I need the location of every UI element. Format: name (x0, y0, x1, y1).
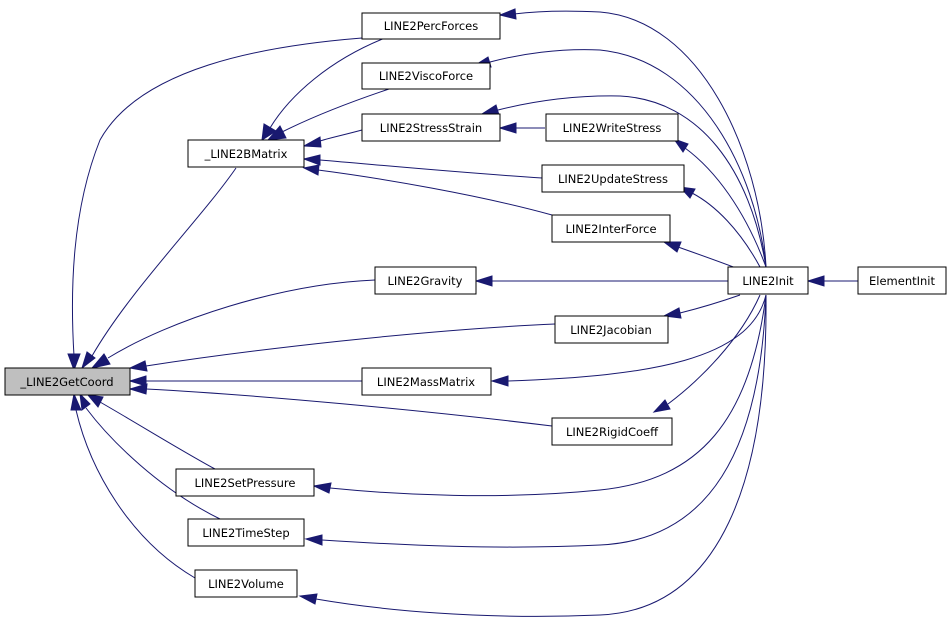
node-element-init[interactable]: ElementInit (857, 266, 947, 295)
node-label: LINE2RigidCoeff (566, 425, 659, 439)
edge-perc-forces-to-bmatrix (261, 37, 386, 141)
edge-inter-force-to-bmatrix (302, 164, 553, 216)
node-label: ElementInit (869, 274, 935, 288)
node-label: _LINE2BMatrix (204, 147, 288, 161)
node-label: _LINE2GetCoord (19, 375, 113, 389)
node-line2-perc-forces[interactable]: LINE2PercForces (361, 12, 501, 40)
node-label: LINE2StressStrain (380, 121, 482, 135)
node-label: LINE2PercForces (384, 19, 479, 33)
node-line2-set-pressure[interactable]: LINE2SetPressure (175, 468, 315, 497)
edge-jacobian-to-get-coord (128, 323, 556, 372)
node-line2-inter-force[interactable]: LINE2InterForce (551, 214, 671, 243)
edge-update-stress-to-bmatrix (302, 154, 543, 179)
edge-init-to-inter-force (662, 241, 737, 269)
node-label: LINE2TimeStep (202, 526, 289, 540)
edge-time-step-to-get-coord (79, 392, 223, 521)
edge-write-stress-to-stress-strain (498, 122, 546, 134)
node-line2-rigid-coeff[interactable]: LINE2RigidCoeff (551, 417, 673, 446)
nodes: LINE2PercForces LINE2ViscoForce _LINE2BM… (4, 12, 947, 598)
edge-init-to-jacobian (662, 294, 741, 319)
edge-init-to-time-step (304, 294, 767, 548)
node-line2-time-step[interactable]: LINE2TimeStep (187, 518, 305, 547)
node-label: LINE2WriteStress (563, 121, 662, 135)
node-line2-init[interactable]: LINE2Init (727, 266, 809, 295)
edge-stress-strain-to-bmatrix (302, 129, 363, 148)
edge-init-to-write-stress (672, 138, 767, 268)
node-label: LINE2UpdateStress (558, 172, 668, 186)
edge-perc-forces-to-get-coord (67, 37, 363, 372)
node-line2-gravity[interactable]: LINE2Gravity (374, 266, 477, 295)
node-label: LINE2SetPressure (195, 476, 296, 490)
edges (67, 8, 858, 617)
node-line2-stress-strain[interactable]: LINE2StressStrain (361, 113, 501, 142)
edge-init-to-perc-forces (498, 8, 767, 268)
edge-set-pressure-to-get-coord (86, 394, 216, 470)
node-line2-write-stress[interactable]: LINE2WriteStress (545, 113, 679, 142)
node-label: LINE2MassMatrix (377, 375, 475, 389)
node-label: LINE2Jacobian (570, 323, 652, 337)
edge-init-to-stress-strain (480, 95, 767, 268)
edge-bmatrix-to-get-coord (81, 167, 237, 370)
edge-init-to-mass-matrix (490, 294, 767, 387)
node-line2-bmatrix[interactable]: _LINE2BMatrix (187, 139, 305, 168)
node-line2-get-coord[interactable]: _LINE2GetCoord (4, 367, 131, 396)
edge-element-init-to-init (806, 275, 858, 287)
edge-volume-to-get-coord (70, 392, 196, 579)
edge-init-to-gravity (474, 275, 728, 287)
node-label: LINE2Volume (208, 577, 284, 591)
edge-init-to-set-pressure (312, 294, 767, 497)
node-label: LINE2Gravity (388, 274, 463, 288)
edge-init-to-volume (298, 294, 767, 617)
node-line2-volume[interactable]: LINE2Volume (194, 569, 298, 598)
node-label: LINE2Init (742, 274, 794, 288)
node-label: LINE2ViscoForce (379, 69, 473, 83)
node-line2-jacobian[interactable]: LINE2Jacobian (554, 315, 669, 344)
edge-rigid-coeff-to-get-coord (128, 383, 553, 427)
node-line2-update-stress[interactable]: LINE2UpdateStress (541, 164, 685, 193)
node-label: LINE2InterForce (565, 222, 656, 236)
edge-gravity-to-get-coord (90, 279, 376, 369)
edge-mass-matrix-to-get-coord (128, 375, 362, 387)
node-line2-mass-matrix[interactable]: LINE2MassMatrix (361, 367, 492, 396)
edge-init-to-rigid-coeff (652, 294, 761, 413)
edge-visco-force-to-bmatrix (266, 87, 393, 141)
node-line2-visco-force[interactable]: LINE2ViscoForce (361, 62, 491, 90)
